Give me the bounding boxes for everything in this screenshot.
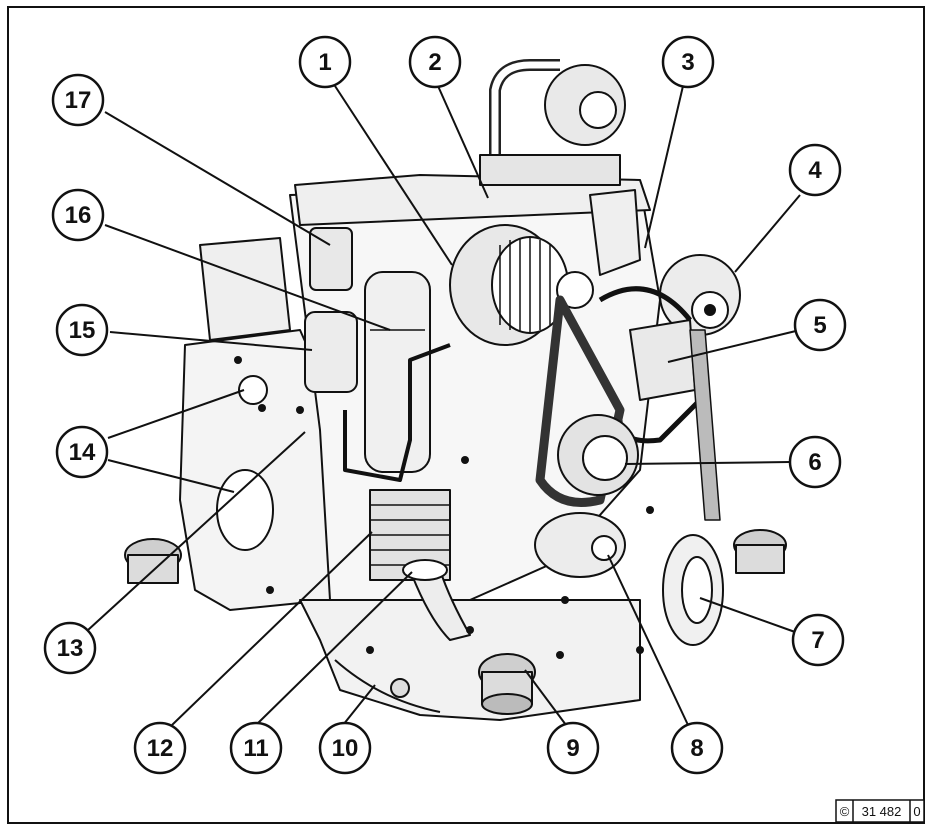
cylinder-head [294,174,651,226]
callout-14: 14 [55,425,109,479]
turbo-base [479,154,621,186]
leader-17 [104,111,331,246]
housing-opening-upper [238,375,268,405]
leader-7 [699,597,796,633]
callouts: 1 2 3 4 5 6 7 8 9 10 11 12 13 14 15 16 1… [43,35,847,775]
leader-16 [104,224,391,331]
callout-17-label: 17 [65,87,92,114]
front-pump-center [704,304,716,316]
oil-pan-sump [334,659,441,713]
callout-13: 13 [43,621,97,675]
front-unit-body [629,319,696,401]
housing-opening-lower [216,469,274,551]
alternator-pulley [556,271,594,309]
turbo-pipe-inner [491,61,560,160]
callout-9-label: 9 [566,735,579,762]
callout-6: 6 [788,435,842,489]
leader-15 [109,331,313,351]
leader-6 [624,461,791,465]
engine-mount-front [478,653,536,715]
reference-number: 31 482 [862,804,902,819]
oil-drain-plug [390,678,410,698]
callout-6-label: 6 [808,449,821,476]
alternator-fin-lines [499,238,551,332]
leader-14a [107,389,245,439]
drive-belt [535,295,625,507]
callout-5: 5 [793,298,847,352]
engine-mount-right [733,529,787,574]
callout-17: 17 [51,73,105,127]
leader-1 [334,85,453,266]
callout-4-label: 4 [808,157,822,184]
leader-5 [667,329,801,363]
callout-15-label: 15 [69,317,96,344]
engine-mount-left [124,538,182,584]
front-auxiliary-hub [591,535,617,561]
callout-13-label: 13 [57,635,84,662]
callout-16-label: 16 [65,202,92,229]
upper-bracket [589,189,641,276]
fuel-filter [364,271,431,473]
callout-15: 15 [55,303,109,357]
callout-12: 12 [133,721,187,775]
callout-1-label: 1 [318,49,331,76]
crankshaft-pulley-hub [582,435,628,481]
callout-3: 3 [661,35,715,89]
engine-illustration [124,59,787,721]
leader-11 [255,571,413,726]
leader-10 [342,684,376,726]
leader-8 [607,554,689,726]
callout-4: 4 [788,143,842,197]
left-top-unit [199,237,291,341]
oil-filler-cap [402,559,448,581]
callout-3-label: 3 [681,49,694,76]
v-belt-right [689,329,721,521]
turbocharger-inlet [579,91,617,129]
figure-frame [7,6,925,824]
callout-14-label: 14 [69,439,96,466]
callout-8-label: 8 [690,735,703,762]
callout-2-label: 2 [428,49,441,76]
callout-12-label: 12 [147,735,174,762]
callout-8: 8 [670,721,724,775]
callout-9: 9 [546,721,600,775]
callout-16: 16 [51,188,105,242]
callout-7-label: 7 [811,627,824,654]
callout-11: 11 [229,721,283,775]
callout-11-label: 11 [243,735,268,762]
callout-7: 7 [791,613,845,667]
bolt-heads [234,356,654,659]
reference-suffix: 0 [913,804,920,819]
leader-2 [437,85,489,199]
leader-14b [107,459,235,493]
reference-code-box: © 31 482 0 [835,799,925,823]
leader-9 [524,669,567,726]
callout-1: 1 [298,35,352,89]
pto-flange-bore [681,556,713,624]
callout-10-label: 10 [332,735,359,762]
leader-12 [171,531,373,726]
oil-filter [304,311,358,393]
leader-lines [87,85,801,726]
callout-5-label: 5 [813,312,826,339]
callout-2: 2 [408,35,462,89]
reference-symbol: © [840,804,850,819]
callout-10: 10 [318,721,372,775]
oil-filler-neck [411,569,471,641]
leader-4 [734,194,801,273]
leader-13 [87,431,306,631]
fuel-line [343,343,451,482]
front-auxiliary [534,512,626,578]
oil-pan [299,599,641,721]
injection-component [309,227,353,291]
leader-3 [644,85,684,249]
